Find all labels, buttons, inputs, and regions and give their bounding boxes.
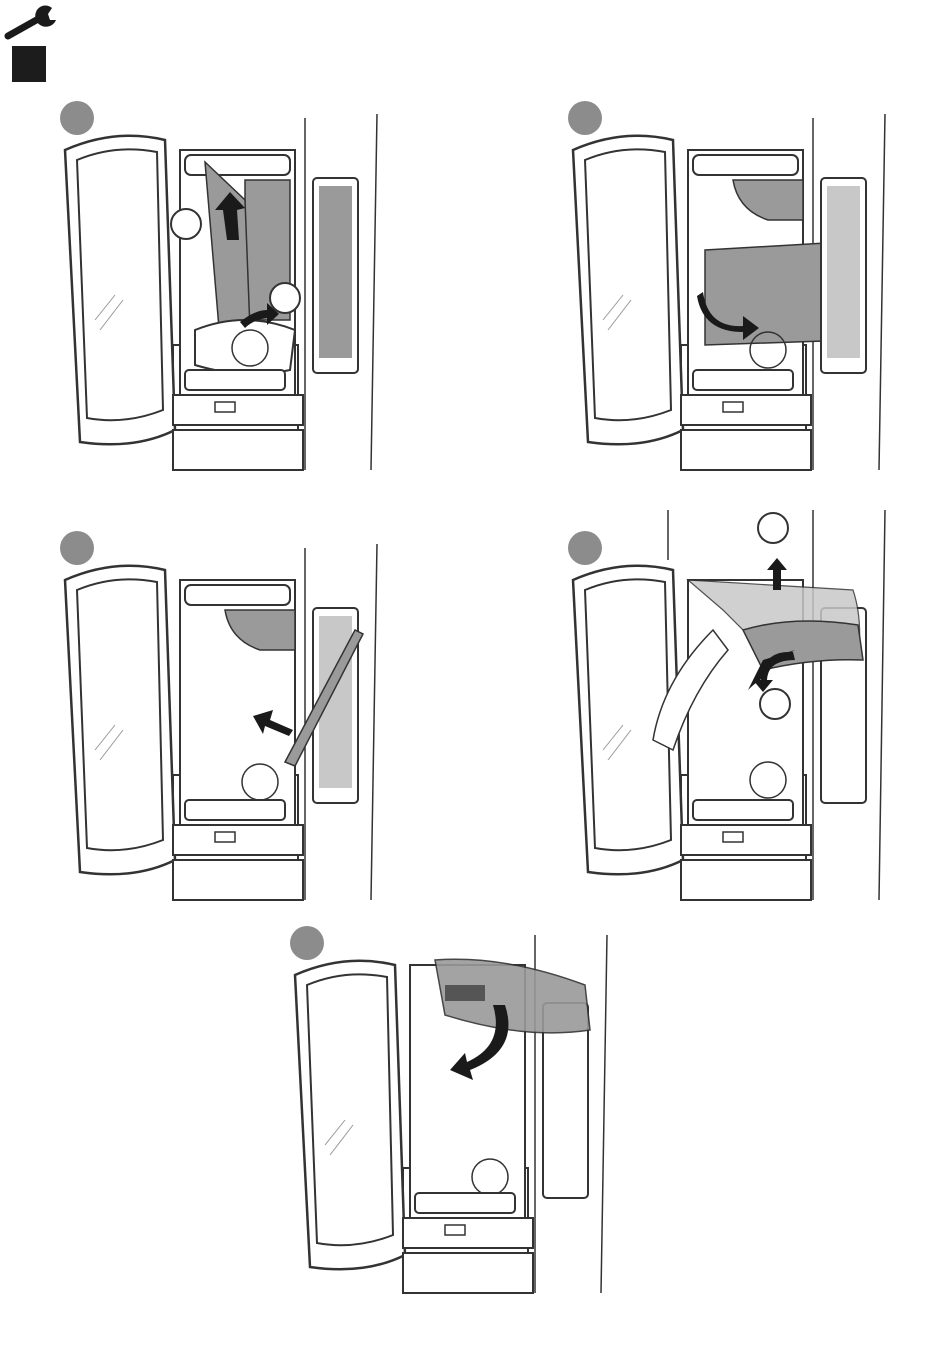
step-4-illustration (563, 510, 903, 910)
callout-a (758, 513, 788, 543)
step-number-circle (290, 926, 324, 960)
step-number-circle (60, 531, 94, 565)
callout-b (270, 283, 300, 313)
step-1-illustration (55, 100, 395, 480)
step-number-circle (568, 101, 602, 135)
step-number-circle (60, 101, 94, 135)
step-number-circle (568, 531, 602, 565)
step-5-illustration (285, 925, 625, 1300)
section-block (12, 46, 46, 82)
wrench-icon (4, 4, 62, 40)
callout-b (760, 689, 790, 719)
step-3-illustration (55, 530, 395, 910)
callout-a (171, 209, 201, 239)
step-2-illustration (563, 100, 903, 480)
